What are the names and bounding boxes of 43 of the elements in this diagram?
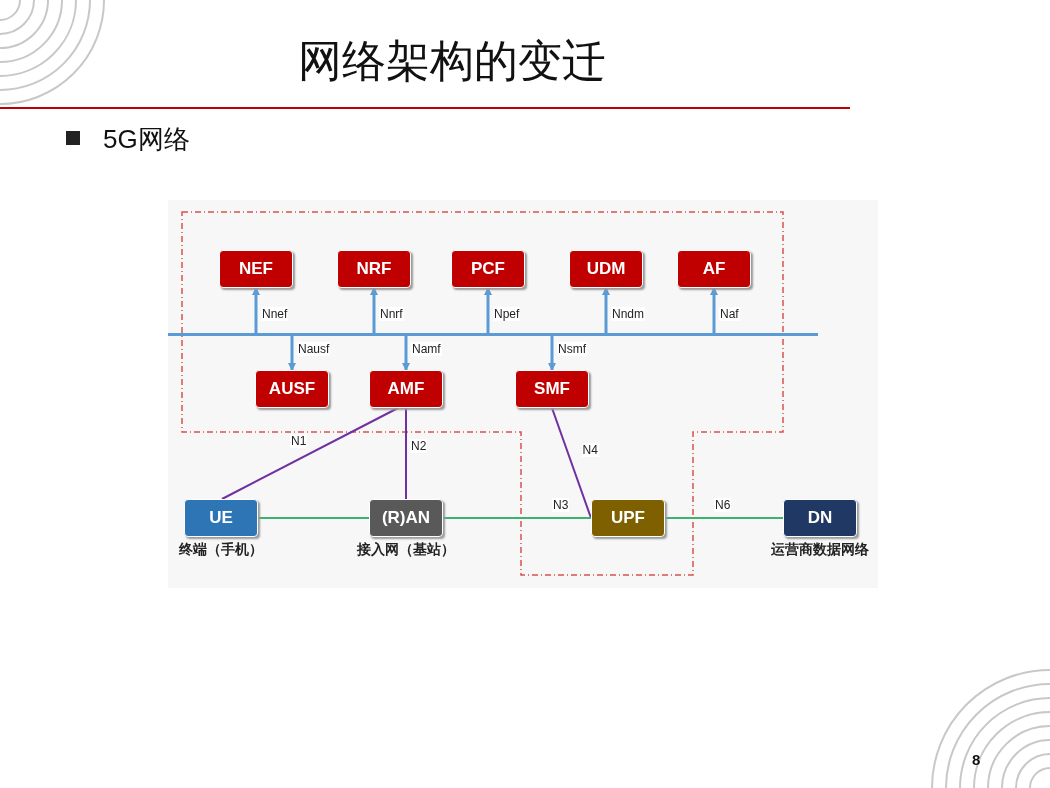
edge-label: Namf (411, 342, 442, 356)
node-caption: 终端（手机） (179, 541, 263, 559)
arrow (548, 336, 556, 371)
network-function-box: NEF (219, 250, 293, 288)
connector-line (551, 407, 592, 519)
edge-label: N6 (714, 498, 732, 512)
network-function-box: NRF (337, 250, 411, 288)
arrow (370, 287, 378, 333)
network-function-box: AMF (369, 370, 443, 408)
network-function-box: DN (783, 499, 857, 537)
service-bus-line (168, 333, 818, 336)
connector-line (221, 407, 399, 500)
page-number: 8 (972, 751, 981, 768)
edge-label: Nndm (611, 307, 645, 321)
edge-label: Naf (719, 307, 740, 321)
network-function-box: UE (184, 499, 258, 537)
slide-title: 网络架构的变迁 (298, 35, 606, 87)
connector-line (257, 517, 370, 519)
section-heading: 5G网络 (103, 123, 190, 156)
arrow (402, 336, 410, 371)
connector-line (442, 517, 592, 519)
arrow (602, 287, 610, 333)
arrow (252, 287, 260, 333)
network-function-box: PCF (451, 250, 525, 288)
network-function-box: AUSF (255, 370, 329, 408)
arrow (710, 287, 718, 333)
arrow (288, 336, 296, 371)
edge-label: Nnrf (379, 307, 404, 321)
connector-line (405, 407, 407, 500)
arrow (484, 287, 492, 333)
node-caption: 接入网（基站） (357, 541, 455, 559)
edge-label: Nsmf (557, 342, 587, 356)
connector-line (664, 517, 784, 519)
network-function-box: (R)AN (369, 499, 443, 537)
network-function-box: UPF (591, 499, 665, 537)
node-caption: 运营商数据网络 (771, 541, 869, 559)
edge-label: N3 (552, 498, 570, 512)
edge-label: Npef (493, 307, 521, 321)
network-function-box: AF (677, 250, 751, 288)
network-function-box: SMF (515, 370, 589, 408)
edge-label: Nausf (297, 342, 331, 356)
edge-label: Nnef (261, 307, 289, 321)
network-function-box: UDM (569, 250, 643, 288)
